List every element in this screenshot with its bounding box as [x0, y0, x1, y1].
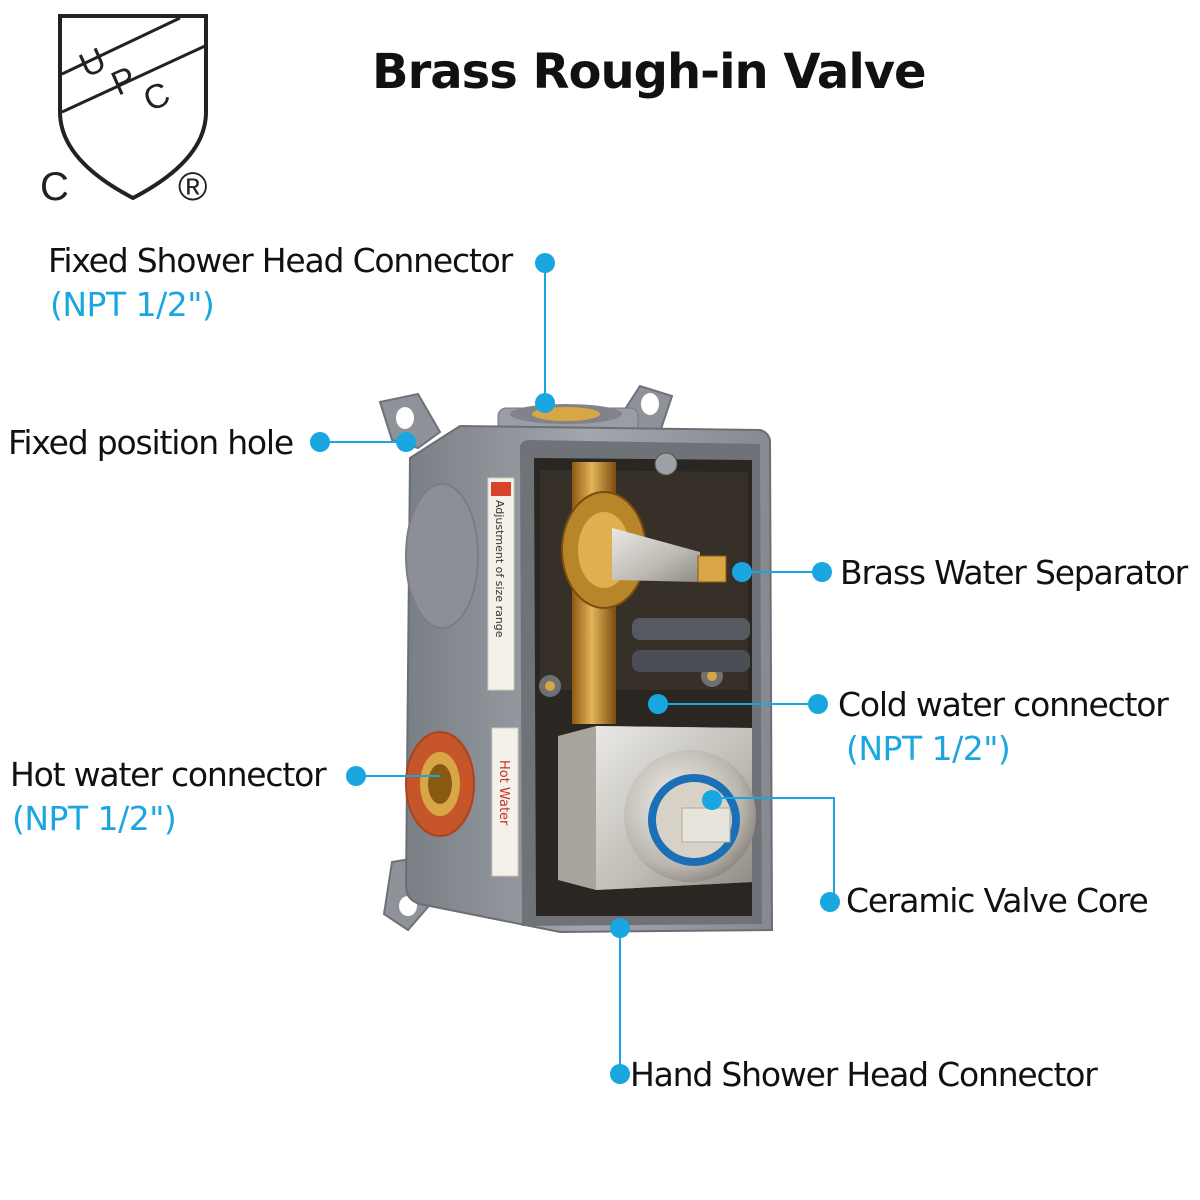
label-cold-water: Cold water connector: [838, 688, 1168, 721]
registered-mark-icon: ®: [178, 165, 207, 209]
upc-letter-c: C: [138, 75, 176, 120]
adjustment-sticker: Adjustment of size range: [488, 478, 514, 690]
upc-certification-mark: U P C C ®: [40, 16, 207, 209]
dot-hand-shower-target: [610, 918, 630, 938]
dot-fixed-shower-head-label: [535, 253, 555, 273]
label-brass-water-separator: Brass Water Separator: [840, 556, 1187, 589]
spec-hot-water: (NPT 1/2"): [12, 802, 176, 835]
hot-water-sticker-text: Hot Water: [496, 760, 511, 826]
cartridge-housing: [558, 726, 756, 890]
screw-top: [655, 453, 677, 475]
dot-cold-water-label: [808, 694, 828, 714]
dot-hand-shower-label: [610, 1064, 630, 1084]
inner-rod-lower: [632, 650, 750, 672]
hot-water-sticker: Hot Water: [492, 728, 518, 876]
upc-letter-u: U: [74, 41, 112, 86]
dot-fixed-position-hole-label: [310, 432, 330, 452]
upc-letter-p: P: [106, 59, 142, 103]
label-hand-shower-head: Hand Shower Head Connector: [630, 1058, 1097, 1091]
adjustment-sticker-text: Adjustment of size range: [493, 500, 506, 638]
inner-rod-upper: [632, 618, 750, 640]
dot-fixed-shower-head-target: [535, 393, 555, 413]
label-ceramic-valve-core: Ceramic Valve Core: [846, 884, 1148, 917]
valve-illustration: Adjustment of size range Hot Water: [380, 386, 772, 932]
dot-brass-separator-label: [812, 562, 832, 582]
dot-ceramic-core-label: [820, 892, 840, 912]
knockout-plug: [406, 484, 478, 628]
label-hot-water: Hot water connector: [10, 758, 325, 791]
label-fixed-shower-head: Fixed Shower Head Connector: [48, 244, 512, 277]
dot-brass-separator-target: [732, 562, 752, 582]
label-fixed-position-hole: Fixed position hole: [8, 426, 293, 459]
hot-water-port: [406, 732, 474, 836]
dot-ceramic-core-target: [702, 790, 722, 810]
upc-c-mark: C: [40, 165, 69, 209]
screw-left: [539, 675, 561, 697]
spec-cold-water: (NPT 1/2"): [846, 732, 1010, 765]
dot-cold-water-target: [648, 694, 668, 714]
spec-fixed-shower-head: (NPT 1/2"): [50, 288, 214, 321]
dot-hot-water-label: [346, 766, 366, 786]
dot-fixed-position-hole-target: [396, 432, 416, 452]
